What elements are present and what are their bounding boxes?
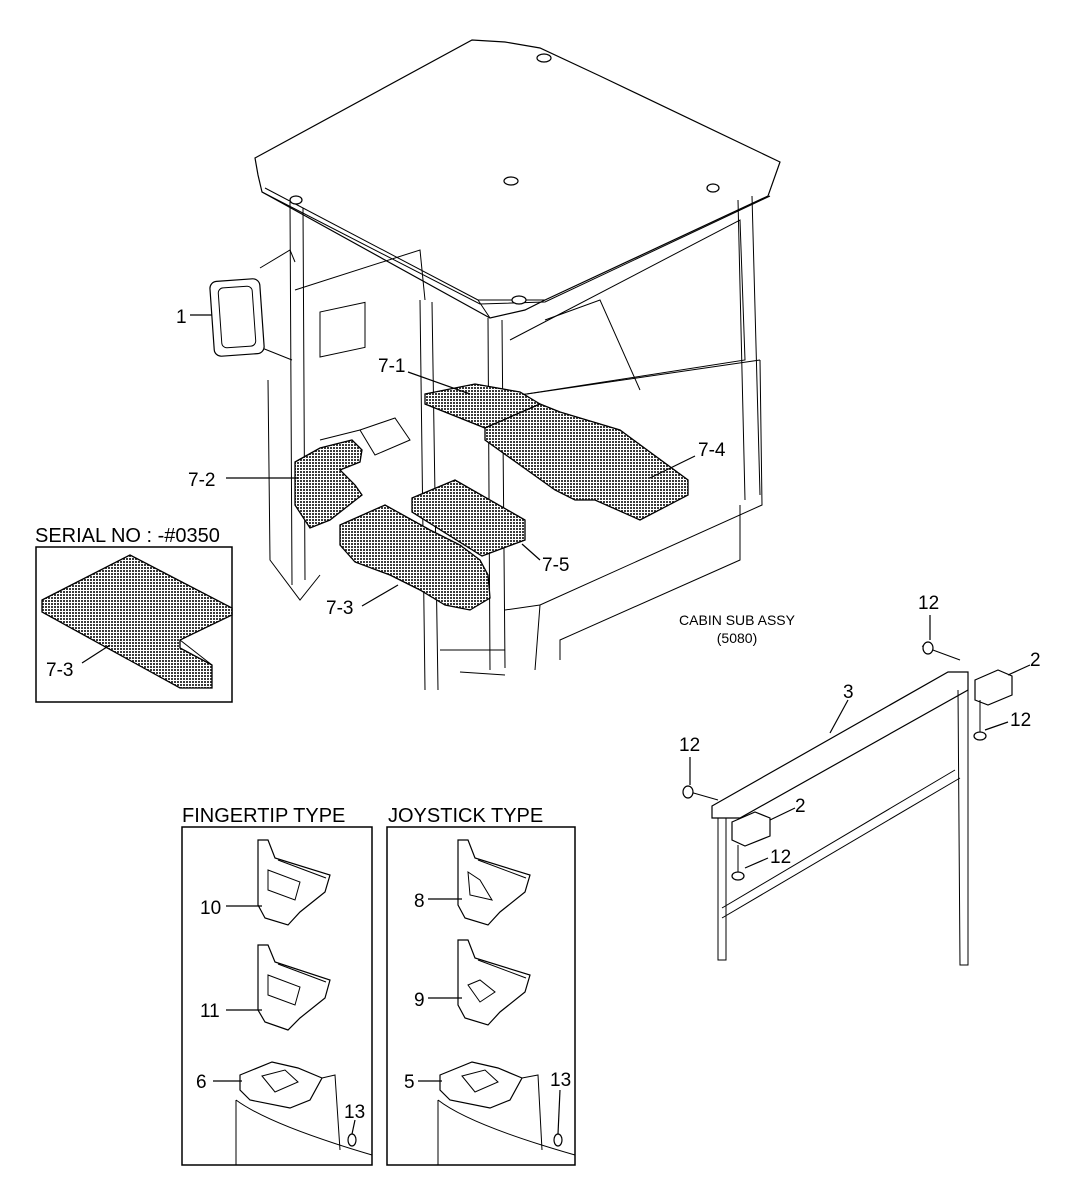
- callout-7-3-inset: 7-3: [46, 660, 73, 681]
- mat-7-4: [484, 403, 689, 521]
- fingertip-panel: [181, 826, 373, 1166]
- leader-lines: [81, 314, 1031, 1135]
- mat-7-5: [411, 479, 526, 557]
- cabin-assembly: [254, 39, 781, 691]
- callout-12-top: 12: [918, 593, 939, 614]
- mat-7-3: [339, 504, 491, 611]
- joystick-panel: [386, 826, 576, 1166]
- callout-3: 3: [843, 682, 854, 703]
- fingertip-title: FINGERTIP TYPE: [182, 805, 345, 827]
- callout-2-top: 2: [1030, 650, 1041, 671]
- callout-7-4: 7-4: [698, 440, 726, 461]
- callout-13-left: 13: [344, 1102, 365, 1123]
- mirror-part: [209, 249, 296, 361]
- mat-7-2: [294, 439, 363, 529]
- cabin-code-text: (5080): [717, 630, 757, 646]
- callout-5: 5: [404, 1072, 415, 1093]
- callout-2-mid: 2: [795, 796, 806, 817]
- serial-note-text: SERIAL NO : -#0350: [35, 525, 220, 547]
- joystick-title: JOYSTICK TYPE: [388, 805, 543, 827]
- fingertip-panel-frame: [181, 826, 373, 1166]
- callout-10: 10: [200, 898, 221, 919]
- callout-11: 11: [200, 1001, 220, 1022]
- floor-mats: [294, 383, 689, 611]
- bar-assembly: [682, 641, 1013, 966]
- callout-12-left: 12: [679, 735, 700, 756]
- callout-1: 1: [176, 307, 187, 328]
- cabin-label-text: CABIN SUB ASSY: [679, 612, 796, 628]
- joystick-panel-frame: [386, 826, 576, 1166]
- callout-7-2: 7-2: [188, 470, 215, 491]
- callout-9: 9: [414, 990, 425, 1011]
- callout-6: 6: [196, 1072, 207, 1093]
- serial-inset-frame: [35, 546, 233, 703]
- callout-7-1: 7-1: [378, 356, 405, 377]
- callout-12-mid: 12: [770, 847, 791, 868]
- callout-7-5: 7-5: [542, 555, 569, 576]
- inset-mat-7-3: [41, 554, 233, 689]
- callout-8: 8: [414, 891, 425, 912]
- callout-12-right: 12: [1010, 710, 1031, 731]
- callout-7-3: 7-3: [326, 598, 353, 619]
- serial-inset: [35, 546, 233, 703]
- callout-13-right: 13: [550, 1070, 571, 1091]
